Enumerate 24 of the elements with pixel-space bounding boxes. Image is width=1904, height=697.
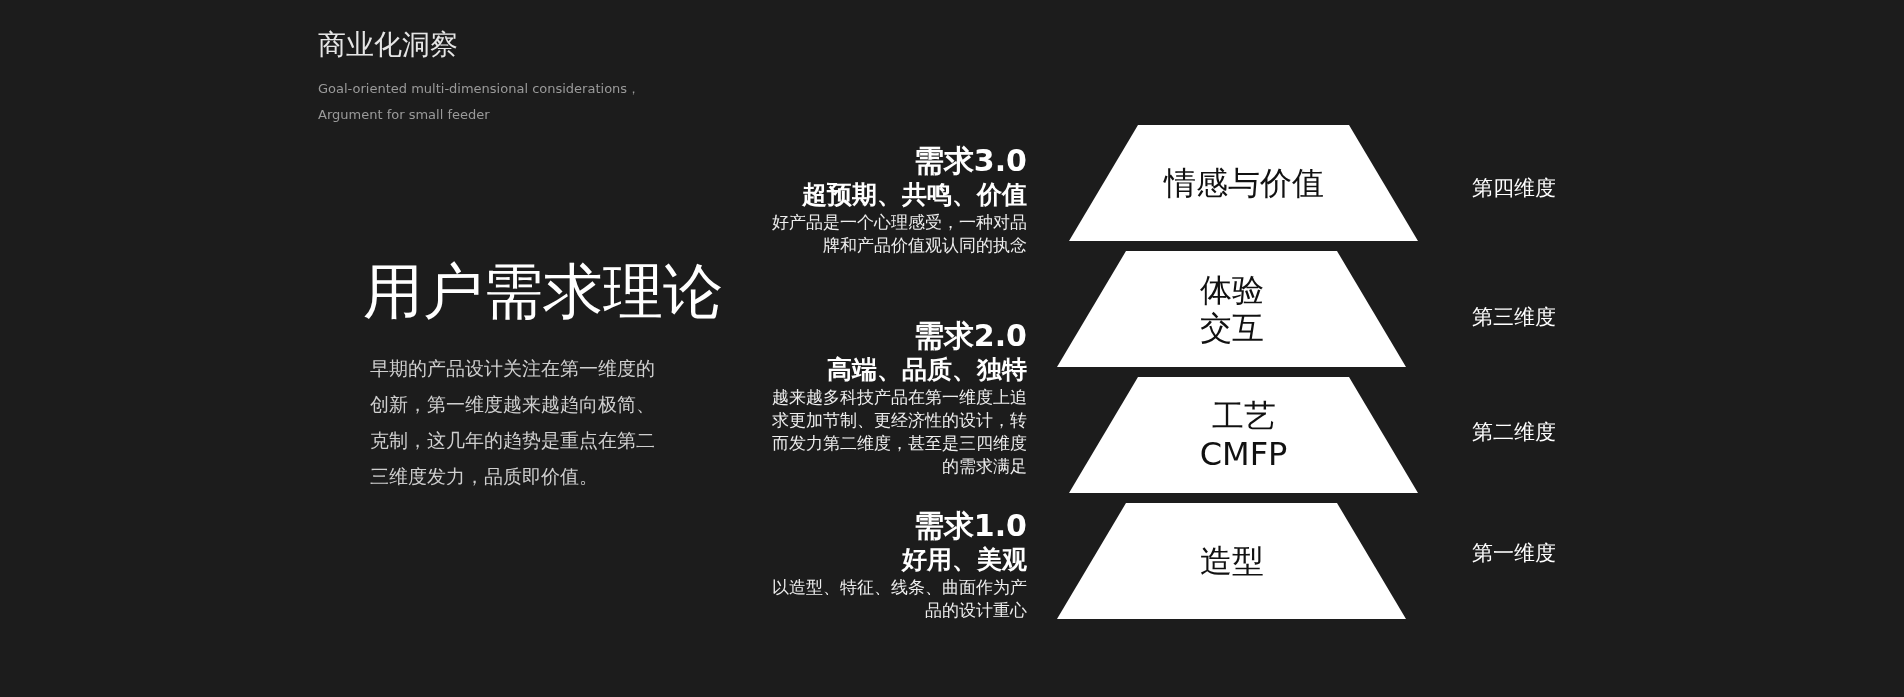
demand-description: 好产品是一个心理感受，一种对品牌和产品价值观认同的执念 [771,211,1027,257]
demand-description: 越来越多科技产品在第一维度上追求更加节制、更经济性的设计，转而发力第二维度，甚至是三四维度的需求满足 [771,386,1027,478]
dimension-label: 第四维度 [1472,175,1556,202]
layer-label: 造型 [1199,542,1264,580]
demand-version: 需求1.0 [912,508,1027,544]
subtitle: Goal-oriented multi-dimensional considerations， [318,80,641,98]
layer-label: 情感与价值 [1163,164,1324,202]
subtitle: Argument for small feeder [318,107,490,122]
dimension-label: 第三维度 [1472,304,1556,331]
demand-version: 需求3.0 [912,143,1027,179]
demand-keywords: 好用、美观 [900,544,1027,576]
demand-keywords: 超预期、共鸣、价值 [801,179,1027,211]
page-header: 商业化洞察 [318,27,458,63]
section-heading: 用户需求理论 [363,255,723,328]
demand-description: 以造型、特征、线条、曲面作为产品的设计重心 [771,576,1027,622]
layer-label: CMFP [1199,435,1288,473]
layer-label: 体验 [1199,271,1264,309]
dimension-label: 第二维度 [1472,419,1556,446]
demand-version: 需求2.0 [912,318,1027,354]
body-paragraph: 早期的产品设计关注在第一维度的创新，第一维度越来越趋向极简、克制，这几年的趋势是重点在第二三维度发力，品质即价值。 [370,356,656,489]
layer-label: 交互 [1199,309,1264,347]
layer-label: 工艺 [1211,397,1276,435]
demand-keywords: 高端、品质、独特 [826,354,1027,386]
dimension-label: 第一维度 [1472,540,1556,567]
